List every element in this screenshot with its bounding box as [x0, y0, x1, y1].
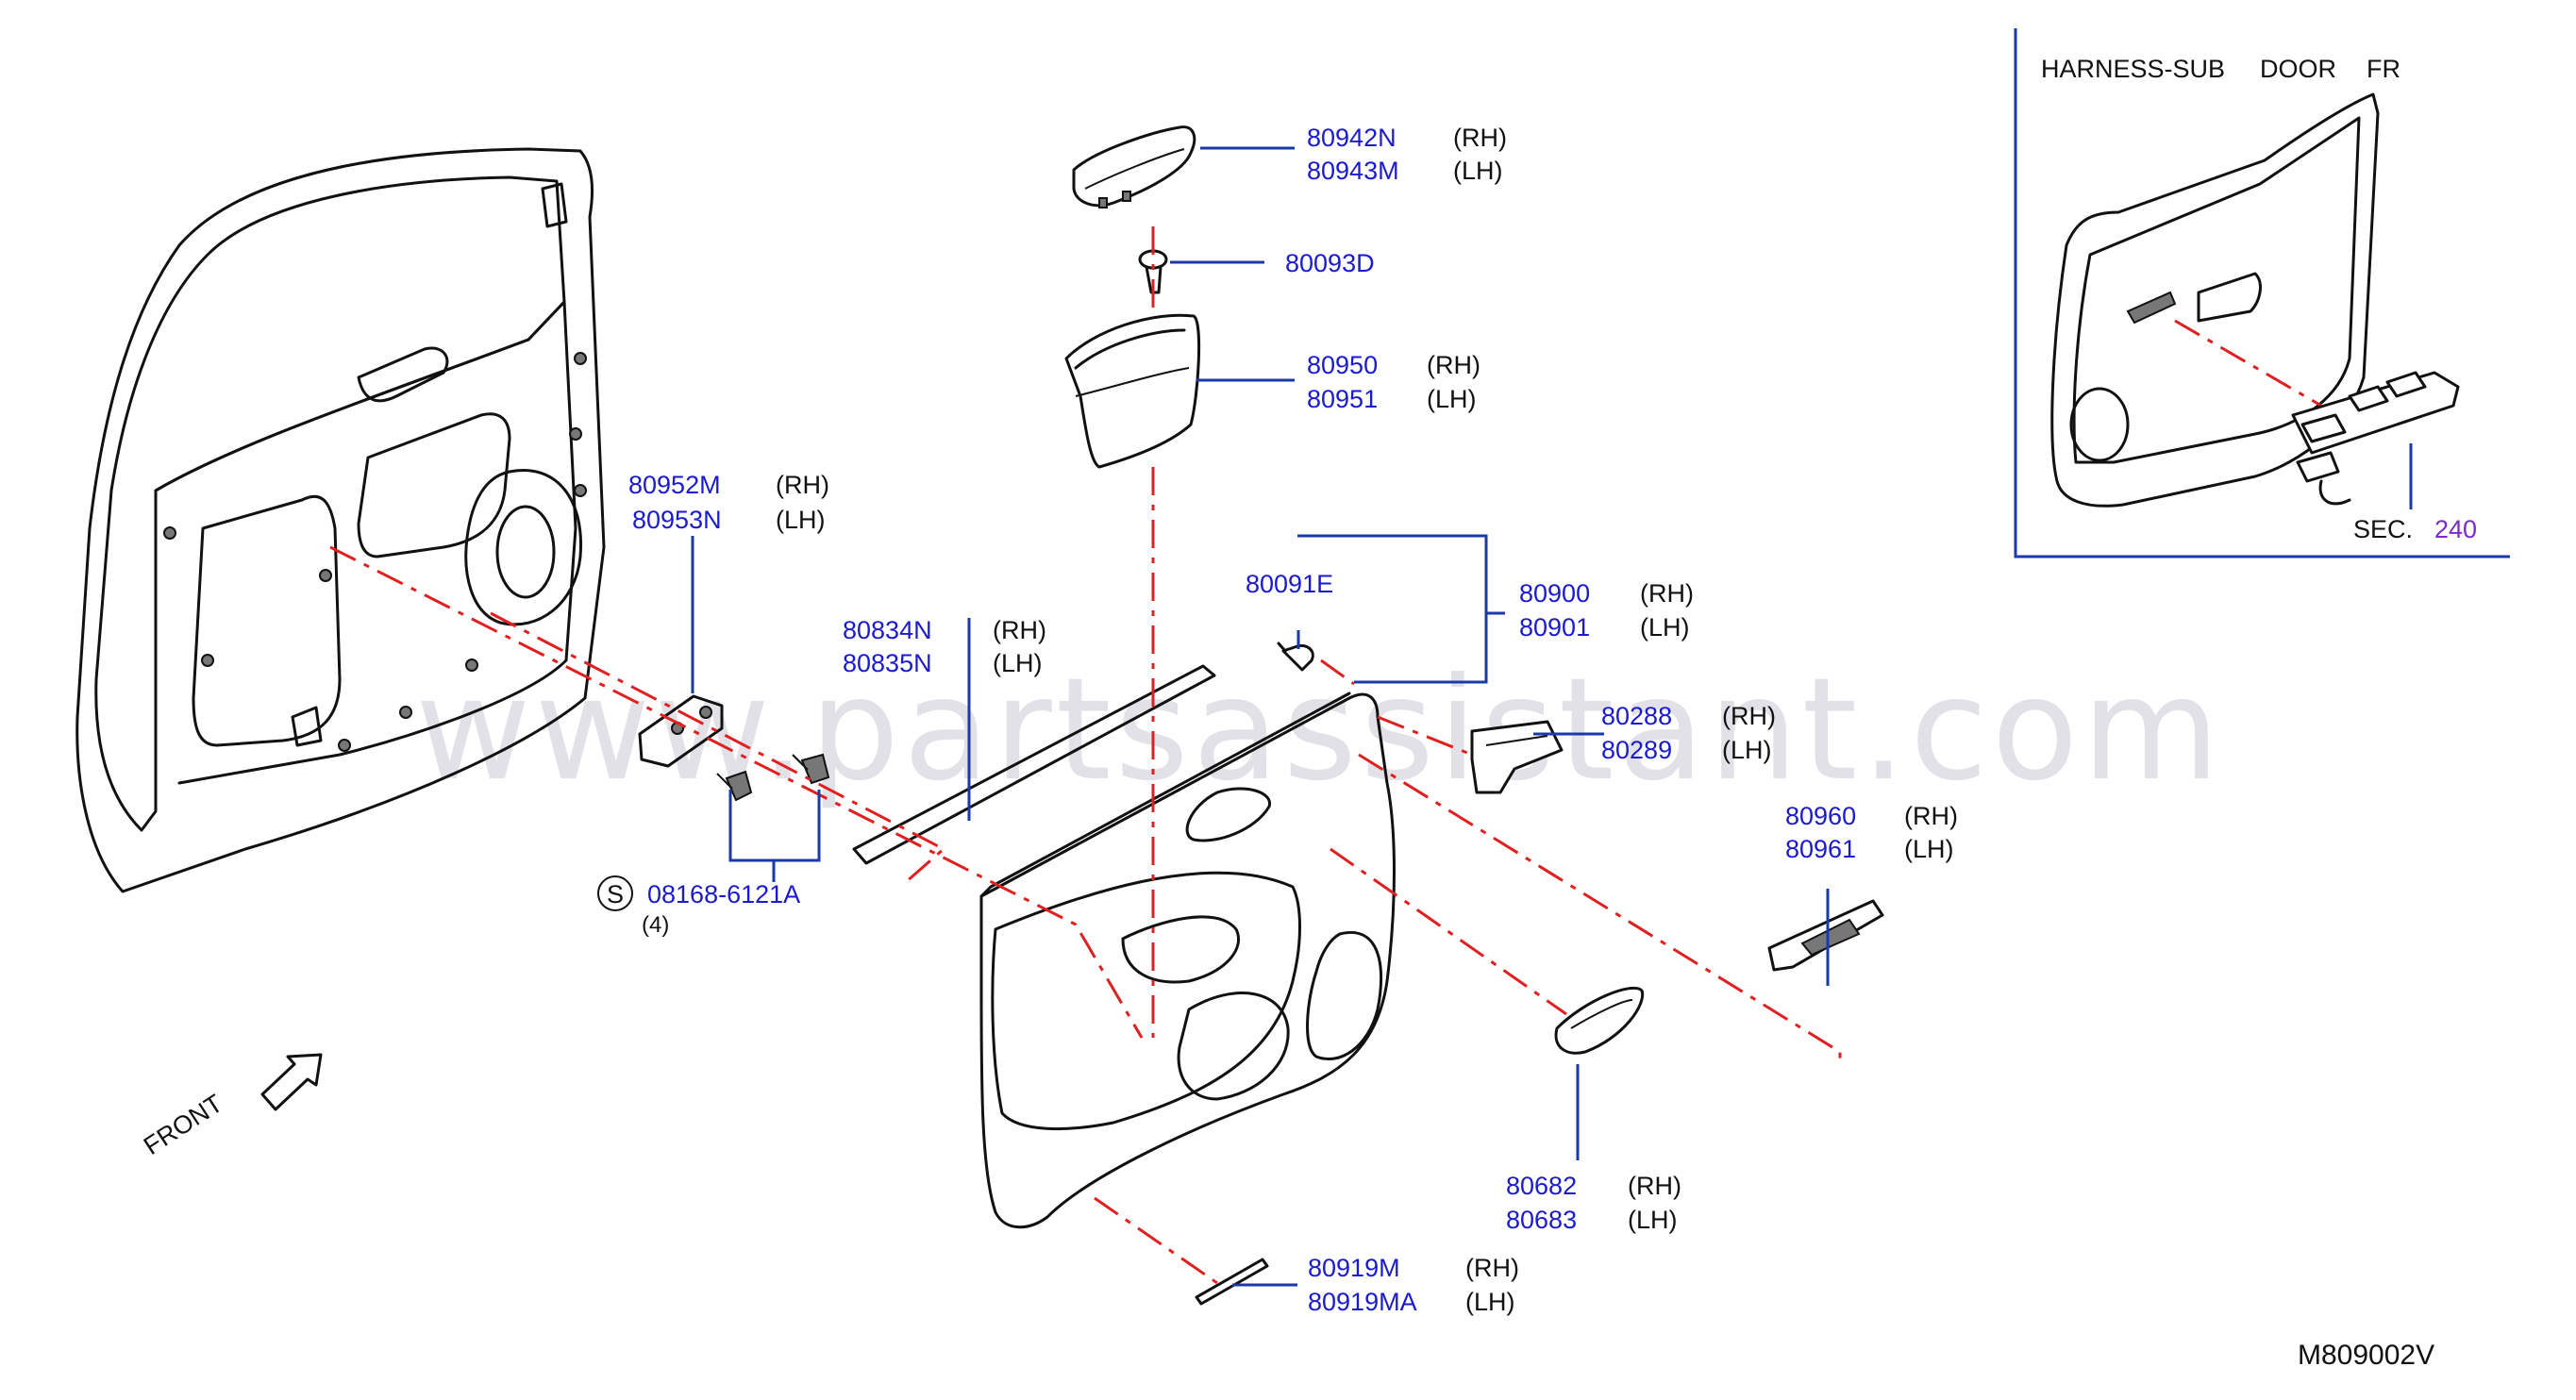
- callout-screw: S 08168-6121A (4): [597, 875, 800, 938]
- part-number[interactable]: 80942N: [1307, 124, 1397, 152]
- grip-cover: [1072, 125, 1196, 208]
- callout-80942n: 80942N 80943M (RH) (LH): [1307, 124, 1507, 185]
- front-arrow: FRONT: [139, 1053, 323, 1160]
- diagram-code: M809002V: [2298, 1340, 2434, 1371]
- assembly-lines: [329, 226, 1842, 1285]
- quantity-label: (4): [642, 912, 669, 938]
- bracket-and-screws: [638, 694, 830, 802]
- inset-door-drawing: [2050, 92, 2460, 509]
- part-number[interactable]: 08168-6121A: [647, 880, 800, 908]
- power-window-switch-finisher: [1767, 899, 1884, 972]
- power-window-switch-assembly: [2291, 371, 2460, 506]
- weatherstrip-moulding: [852, 664, 1216, 865]
- part-number[interactable]: 80960: [1785, 802, 1856, 830]
- part-number[interactable]: 80288: [1601, 702, 1672, 730]
- callout-80093d: 80093D: [1285, 249, 1375, 277]
- callout-80288: 80288 80289 (RH) (LH): [1601, 702, 1776, 764]
- side-label: (RH): [776, 471, 829, 499]
- part-number[interactable]: 80834N: [843, 616, 932, 644]
- side-label: (LH): [1640, 613, 1690, 642]
- callout-80682: 80682 80683 (RH) (LH): [1506, 1172, 1681, 1234]
- front-label: FRONT: [139, 1089, 227, 1160]
- part-number[interactable]: 80943M: [1307, 157, 1399, 185]
- side-label: (LH): [776, 506, 826, 534]
- part-number[interactable]: 80961: [1785, 835, 1856, 863]
- part-number[interactable]: 80951: [1307, 385, 1378, 413]
- callout-80960: 80960 80961 (RH) (LH): [1785, 802, 1958, 863]
- side-label: (LH): [1453, 157, 1503, 185]
- part-number[interactable]: 80919MA: [1308, 1288, 1417, 1316]
- inset-title-word: DOOR: [2260, 55, 2336, 83]
- side-label: (RH): [1453, 124, 1507, 152]
- watermark: www.partsassistant.com: [415, 648, 2223, 812]
- part-number[interactable]: 80919M: [1308, 1254, 1400, 1282]
- side-label: (LH): [993, 649, 1043, 677]
- callout-80919m: 80919M 80919MA (RH) (LH): [1308, 1254, 1519, 1316]
- section-number[interactable]: 240: [2434, 515, 2477, 543]
- standard-part-letter: S: [607, 880, 624, 908]
- side-label: (RH): [1628, 1172, 1681, 1200]
- door-trim-panel: [979, 692, 1396, 1229]
- clip-80919m: [1195, 1258, 1269, 1306]
- standard-part-symbol: [597, 875, 633, 911]
- side-label: (RH): [1640, 579, 1694, 608]
- part-number[interactable]: 80900: [1519, 579, 1590, 608]
- side-label: (LH): [1628, 1206, 1678, 1234]
- inside-handle-finisher: [1470, 720, 1564, 794]
- side-label: (RH): [1427, 351, 1480, 379]
- part-number[interactable]: 80289: [1601, 736, 1672, 764]
- side-label: (RH): [993, 616, 1046, 644]
- part-number[interactable]: 80953N: [632, 506, 722, 534]
- part-number[interactable]: 80835N: [843, 649, 932, 677]
- callout-80900: 80900 80901 (RH) (LH): [1519, 579, 1694, 642]
- inset-harness-sub: HARNESS-SUB DOOR FR SEC. 240: [2014, 28, 2510, 558]
- part-number[interactable]: 80901: [1519, 613, 1590, 642]
- side-label: (RH): [1465, 1254, 1519, 1282]
- part-number[interactable]: 80683: [1506, 1206, 1577, 1234]
- side-label: (RH): [1722, 702, 1776, 730]
- part-number[interactable]: 80952M: [628, 471, 721, 499]
- section-label: SEC.: [2353, 515, 2413, 543]
- callout-80950: 80950 80951 (RH) (LH): [1307, 351, 1480, 413]
- side-label: (LH): [1904, 835, 1954, 863]
- callout-80091e: 80091E: [1246, 570, 1333, 598]
- armrest-pocket: [1064, 313, 1201, 469]
- part-number[interactable]: 80682: [1506, 1172, 1577, 1200]
- callout-80952m: 80952M 80953N (RH) (LH): [628, 471, 829, 534]
- callout-80834n: 80834N 80835N (RH) (LH): [843, 616, 1046, 677]
- inset-title-word: FR: [2367, 55, 2400, 83]
- side-label: (LH): [1427, 385, 1477, 413]
- leader-lines: [691, 146, 1830, 1287]
- side-label: (LH): [1722, 736, 1772, 764]
- inside-handle-escutcheon: [1554, 986, 1645, 1055]
- side-label: (RH): [1904, 802, 1958, 830]
- part-number[interactable]: 80950: [1307, 351, 1378, 379]
- part-number[interactable]: 80091E: [1246, 570, 1333, 598]
- inset-title-word: HARNESS-SUB: [2041, 55, 2225, 83]
- part-number[interactable]: 80093D: [1285, 249, 1375, 277]
- side-label: (LH): [1465, 1288, 1515, 1316]
- inset-frame: [2014, 28, 2510, 558]
